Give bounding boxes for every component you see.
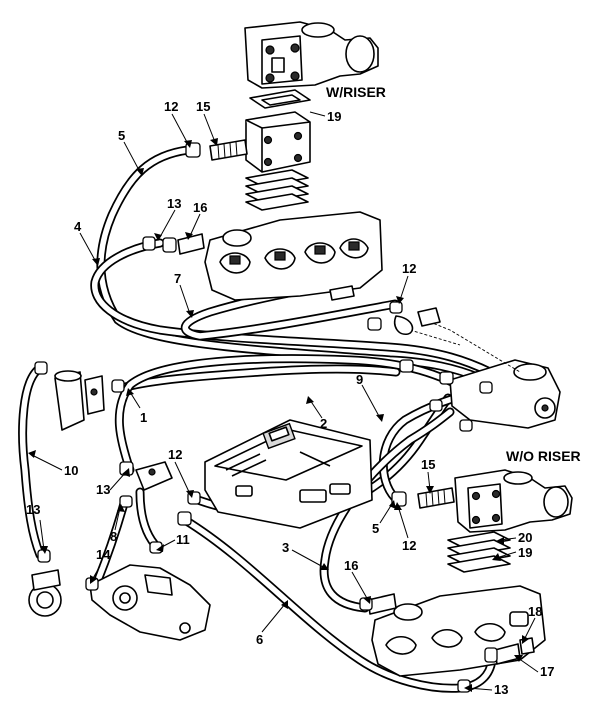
callout-12-top: 12 bbox=[164, 99, 178, 114]
exhaust-manifold-top bbox=[204, 211, 383, 301]
callout-16-lower: 16 bbox=[344, 558, 358, 573]
tee-fitting bbox=[119, 461, 201, 554]
raw-water-pump-small bbox=[28, 549, 62, 617]
hose-11 bbox=[135, 487, 163, 553]
engine-module-block bbox=[204, 419, 373, 529]
callout-16-top: 16 bbox=[193, 200, 207, 215]
thermostat-housing bbox=[367, 301, 561, 432]
callout-2: 2 bbox=[320, 416, 327, 431]
water-pump-large bbox=[85, 564, 211, 641]
callout-12-center: 12 bbox=[168, 447, 182, 462]
exhaust-manifold-lower bbox=[371, 585, 546, 677]
callout-8: 8 bbox=[110, 529, 117, 544]
leader-lines bbox=[31, 111, 539, 691]
hose-1 bbox=[117, 364, 401, 393]
callout-13-top: 13 bbox=[167, 196, 181, 211]
callout-15-lower: 15 bbox=[421, 457, 435, 472]
gasket-19-top bbox=[249, 89, 311, 109]
callout-4: 4 bbox=[74, 219, 82, 234]
fitting-16-top bbox=[142, 233, 205, 255]
riser-spacer bbox=[245, 111, 311, 173]
gasket-stack-lower bbox=[447, 531, 511, 573]
callout-13-center: 13 bbox=[96, 482, 110, 497]
callout-14: 14 bbox=[96, 547, 111, 562]
callout-12-lower: 12 bbox=[402, 538, 416, 553]
callout-12-right: 12 bbox=[402, 261, 416, 276]
riser-elbow-top bbox=[244, 21, 379, 89]
fitting-15-lower bbox=[391, 487, 455, 509]
callout-17: 17 bbox=[540, 664, 554, 679]
callout-20: 20 bbox=[518, 530, 532, 545]
callout-11: 11 bbox=[176, 532, 190, 547]
callout-6: 6 bbox=[256, 632, 263, 647]
fitting-15-top bbox=[185, 139, 248, 161]
title-without-riser: W/O RISER bbox=[506, 448, 581, 464]
callout-5-upper: 5 bbox=[118, 128, 125, 143]
callout-10: 10 bbox=[64, 463, 78, 478]
callout-13-left: 13 bbox=[26, 502, 40, 517]
callout-5-lower: 5 bbox=[372, 521, 379, 536]
callout-19-top: 19 bbox=[327, 109, 341, 124]
hose-6 bbox=[180, 515, 497, 693]
riser-elbow-lower bbox=[454, 469, 573, 533]
callout-numbers: 12 15 19 5 13 16 4 7 12 1 2 9 10 12 13 8… bbox=[26, 99, 554, 697]
callout-3: 3 bbox=[282, 540, 289, 555]
callout-19-lower: 19 bbox=[518, 545, 532, 560]
leader-arrows bbox=[28, 138, 529, 692]
fitting-17-18 bbox=[457, 637, 535, 693]
callout-13-bottom: 13 bbox=[494, 682, 508, 697]
callout-7: 7 bbox=[174, 271, 181, 286]
gasket-stack-top bbox=[245, 169, 309, 211]
hose-10 bbox=[18, 363, 45, 560]
title-with-riser: W/RISER bbox=[326, 84, 386, 100]
callout-1: 1 bbox=[140, 410, 147, 425]
callout-9: 9 bbox=[356, 372, 363, 387]
left-bracket bbox=[34, 361, 125, 431]
callout-18: 18 bbox=[528, 604, 542, 619]
callout-15-top: 15 bbox=[196, 99, 210, 114]
